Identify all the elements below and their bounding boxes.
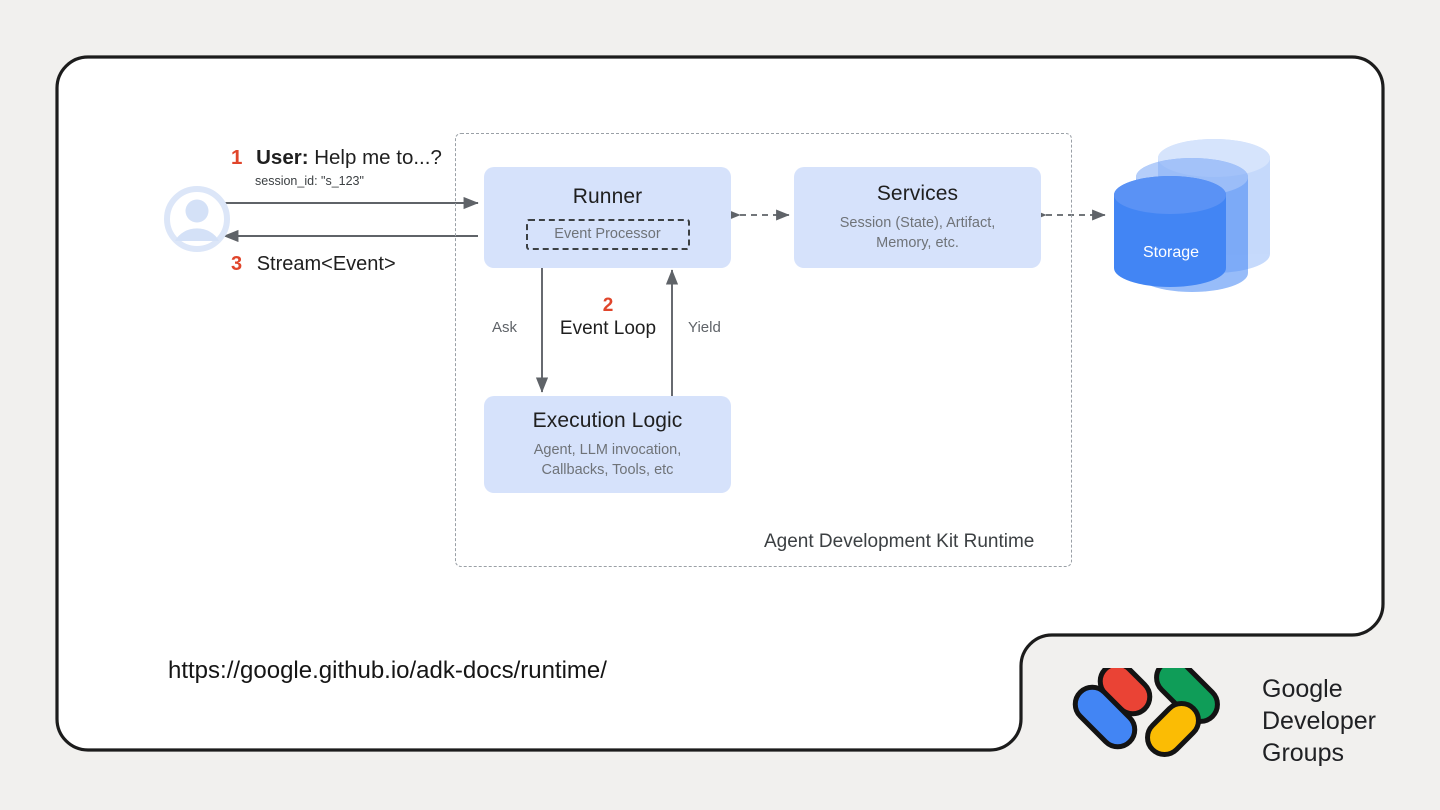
node-runner[interactable]: Runner Event Processor bbox=[484, 167, 731, 268]
node-services-subtitle: Session (State), Artifact, Memory, etc. bbox=[840, 213, 996, 253]
gdg-brand-line-2: Developer bbox=[1262, 707, 1376, 735]
response-label-text: Stream<Event> bbox=[256, 253, 396, 275]
user-avatar-icon bbox=[164, 186, 230, 252]
request-label: 1 User: Help me to...? bbox=[231, 146, 442, 170]
event-processor-box[interactable]: Event Processor bbox=[525, 218, 690, 250]
node-execution-logic[interactable]: Execution Logic Agent, LLM invocation, C… bbox=[484, 396, 731, 493]
gdg-brand-line-1: Google bbox=[1262, 675, 1343, 703]
node-runner-title: Runner bbox=[572, 185, 643, 209]
gdg-brand-line-3: Groups bbox=[1262, 739, 1344, 767]
step-2-number: 2 bbox=[602, 295, 614, 316]
runtime-boundary bbox=[455, 133, 1072, 567]
node-execution-subtitle: Agent, LLM invocation, Callbacks, Tools,… bbox=[534, 440, 682, 480]
gdg-logo-icon bbox=[1072, 668, 1220, 757]
node-execution-title: Execution Logic bbox=[532, 408, 683, 432]
node-services[interactable]: Services Session (State), Artifact, Memo… bbox=[794, 167, 1041, 268]
step-1-number: 1 bbox=[231, 146, 243, 169]
docs-url[interactable]: https://google.github.io/adk-docs/runtim… bbox=[168, 657, 607, 684]
node-services-title: Services bbox=[876, 181, 959, 205]
event-loop-label: 2 Event Loop bbox=[528, 295, 688, 341]
ask-label: Ask bbox=[492, 319, 518, 336]
storage-cylinder-icon[interactable] bbox=[1100, 135, 1285, 300]
yield-label: Yield bbox=[688, 319, 721, 336]
request-label-rest: Help me to...? bbox=[308, 146, 442, 169]
services-sub-line2: Memory, etc. bbox=[876, 235, 959, 252]
services-sub-line1: Session (State), Artifact, bbox=[839, 215, 996, 232]
execution-sub-line1: Agent, LLM invocation, bbox=[533, 442, 682, 459]
event-loop-text: Event Loop bbox=[559, 317, 657, 339]
session-id-meta: session_id: "s_123" bbox=[255, 174, 364, 188]
execution-sub-line2: Callbacks, Tools, etc bbox=[541, 462, 674, 479]
runtime-label: Agent Development Kit Runtime bbox=[764, 531, 1035, 552]
request-label-bold: User: bbox=[256, 146, 309, 169]
response-label: 3 Stream<Event> bbox=[231, 253, 396, 276]
storage-label: Storage bbox=[1143, 244, 1200, 261]
step-3-number: 3 bbox=[231, 253, 243, 275]
gdg-brand-text: Google Developer Groups bbox=[1262, 673, 1376, 769]
